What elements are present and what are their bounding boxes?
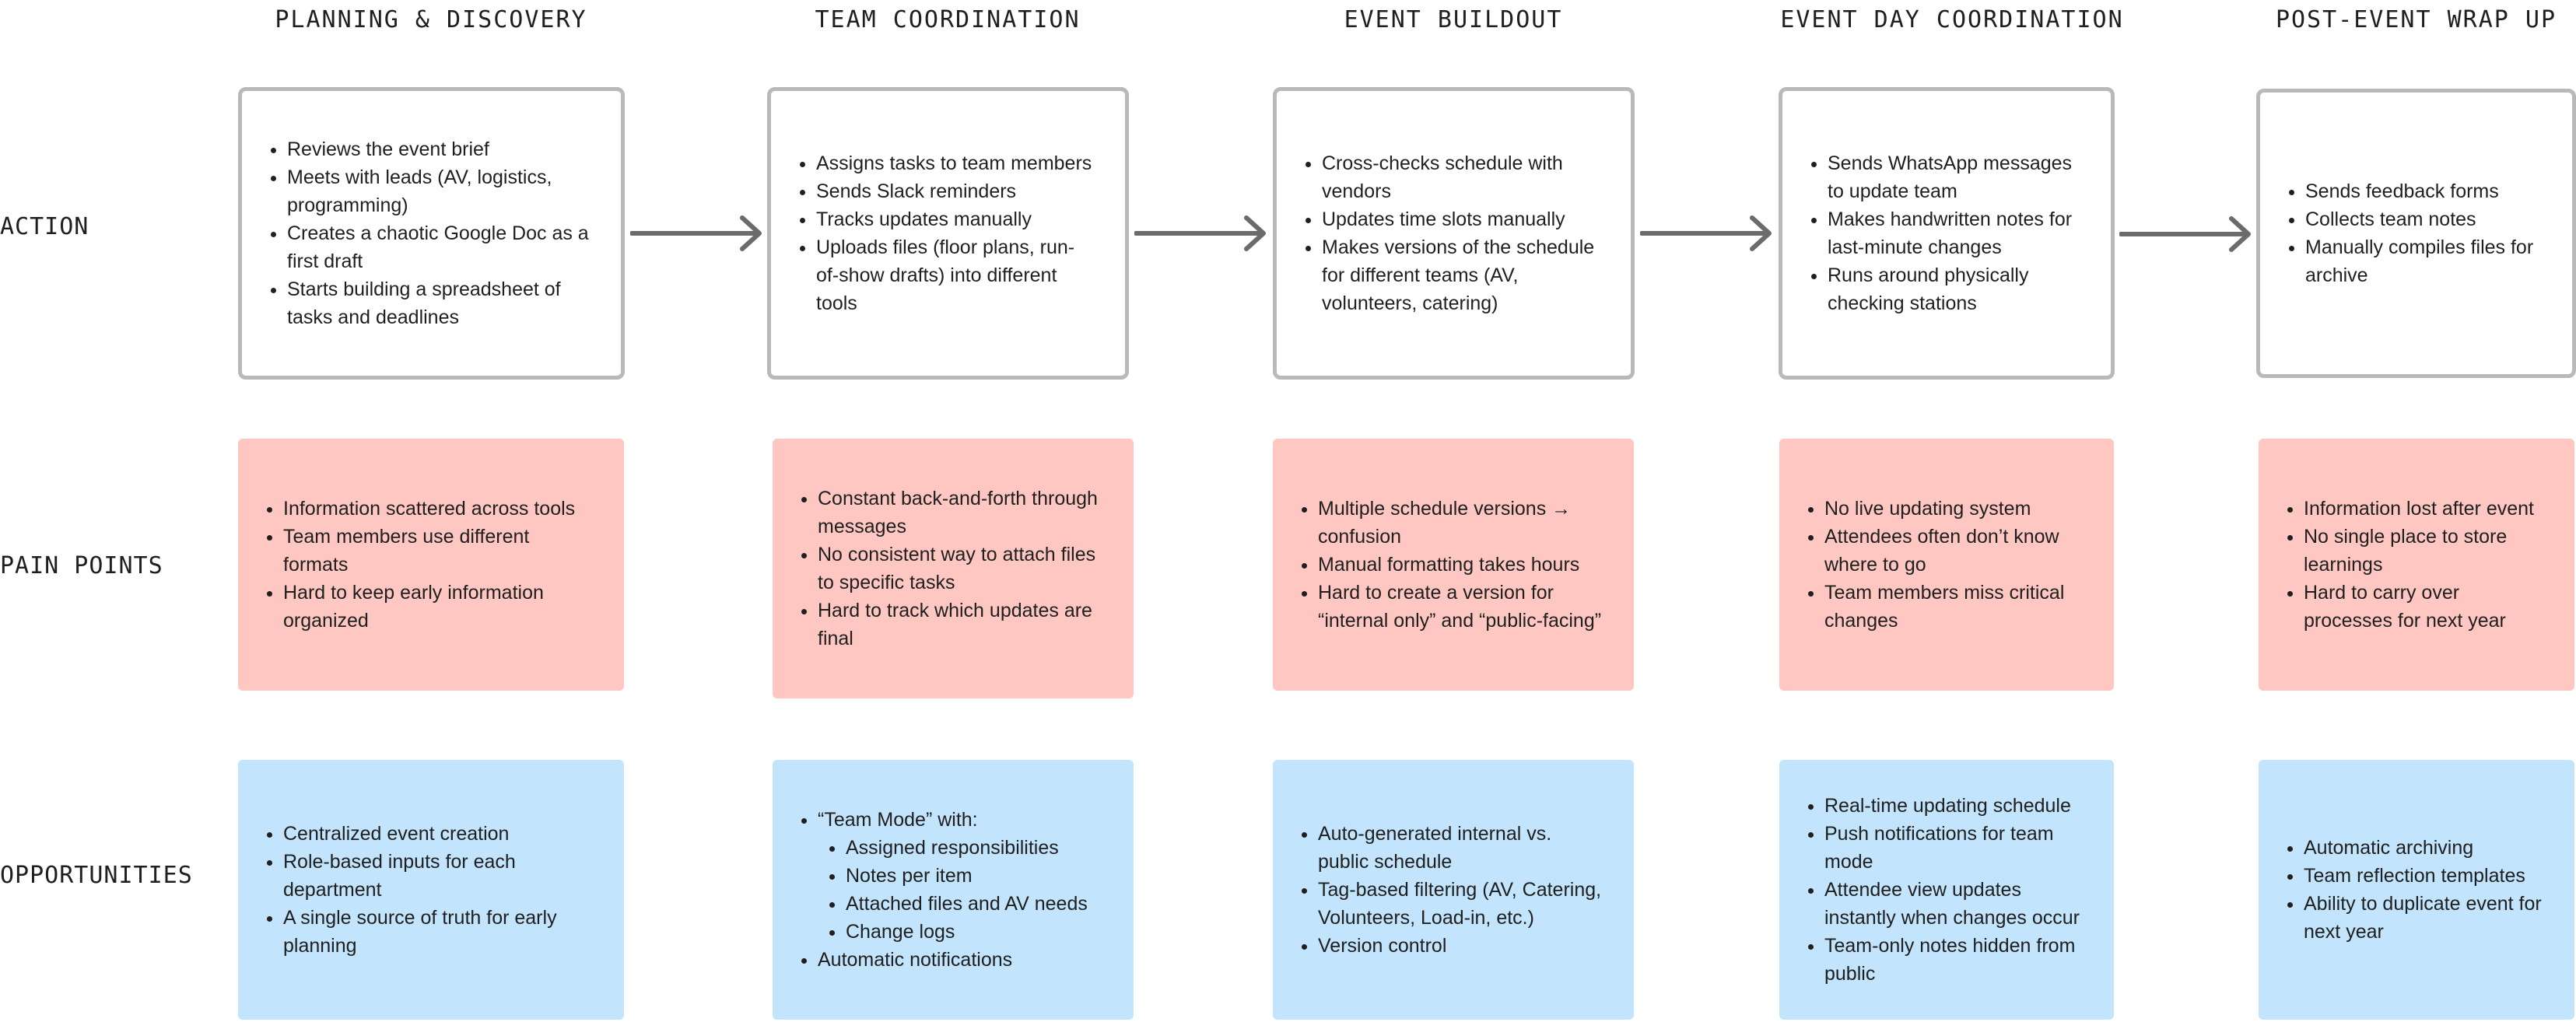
action-item: Runs around physically checking stations <box>1828 261 2083 317</box>
opp-item: A single source of truth for early plann… <box>283 904 596 960</box>
action-card-team-coordination: Assigns tasks to team members Sends Slac… <box>767 87 1129 380</box>
opp-item: Push notifications for team mode <box>1824 820 2086 876</box>
opp-card-team-coordination: “Team Mode” with: Assigned responsibilit… <box>773 760 1134 1020</box>
pain-item: Information scattered across tools <box>283 495 596 523</box>
opp-item-label: “Team Mode” with: <box>818 809 978 831</box>
action-item: Assigns tasks to team members <box>816 149 1097 177</box>
arrow-right-icon <box>1134 215 1266 251</box>
stage-header-post-event: POST-EVENT WRAP UP <box>2275 6 2557 33</box>
pain-item: Manual formatting takes hours <box>1318 551 1606 579</box>
opp-item: Real-time updating schedule <box>1824 792 2086 820</box>
pain-item: Hard to track which updates are final <box>818 597 1106 653</box>
opp-subitem: Notes per item <box>846 862 1106 890</box>
opp-card-post-event: Automatic archiving Team reflection temp… <box>2259 760 2574 1020</box>
pain-item: Team members miss critical changes <box>1824 579 2086 635</box>
action-item: Manually compiles files for archive <box>2305 233 2544 289</box>
stage-header-team-coordination: TEAM COORDINATION <box>815 6 1081 33</box>
pain-item: Multiple schedule versions → confusion <box>1318 495 1606 551</box>
stage-header-event-day: EVENT DAY COORDINATION <box>1780 6 2124 33</box>
opp-item: Team reflection templates <box>2304 862 2546 890</box>
opp-item: Version control <box>1318 932 1606 960</box>
opp-subitem: Assigned responsibilities <box>846 834 1106 862</box>
action-item: Reviews the event brief <box>287 135 593 163</box>
opp-card-planning: Centralized event creation Role-based in… <box>238 760 624 1020</box>
opp-item: Role-based inputs for each department <box>283 848 596 904</box>
pain-card-post-event: Information lost after event No single p… <box>2259 439 2574 691</box>
action-item: Sends feedback forms <box>2305 177 2544 205</box>
opp-item: Automatic archiving <box>2304 834 2546 862</box>
action-item: Updates time slots manually <box>1322 205 1603 233</box>
action-item: Meets with leads (AV, logistics, program… <box>287 163 593 219</box>
opp-item: Tag-based filtering (AV, Catering, Volun… <box>1318 876 1606 932</box>
opp-item: Automatic notifications <box>818 946 1106 974</box>
opp-card-event-day: Real-time updating schedule Push notific… <box>1779 760 2114 1020</box>
action-item: Collects team notes <box>2305 205 2544 233</box>
pain-item: Attendees often don’t know where to go <box>1824 523 2086 579</box>
opp-item: Auto-generated internal vs. public sched… <box>1318 820 1606 876</box>
opp-item: Attendee view updates instantly when cha… <box>1824 876 2086 932</box>
pain-card-event-day: No live updating system Attendees often … <box>1779 439 2114 691</box>
opp-item: “Team Mode” with: Assigned responsibilit… <box>818 806 1106 946</box>
action-item: Cross-checks schedule with vendors <box>1322 149 1603 205</box>
pain-item: Hard to create a version for “internal o… <box>1318 579 1606 635</box>
opp-subitem: Attached files and AV needs <box>846 890 1106 918</box>
arrow-right-icon <box>1640 215 1772 251</box>
pain-card-planning: Information scattered across tools Team … <box>238 439 624 691</box>
pain-item: No single place to store learnings <box>2304 523 2546 579</box>
opp-item: Team-only notes hidden from public <box>1824 932 2086 988</box>
pain-item: No consistent way to attach files to spe… <box>818 541 1106 597</box>
opp-item: Centralized event creation <box>283 820 596 848</box>
arrow-right-icon <box>630 215 762 251</box>
action-item: Makes handwritten notes for last-minute … <box>1828 205 2083 261</box>
action-item: Tracks updates manually <box>816 205 1097 233</box>
opp-subitem: Change logs <box>846 918 1106 946</box>
pain-item: No live updating system <box>1824 495 2086 523</box>
arrow-right-icon <box>2119 216 2251 252</box>
opp-item: Ability to duplicate event for next year <box>2304 890 2546 946</box>
opp-card-event-buildout: Auto-generated internal vs. public sched… <box>1273 760 1634 1020</box>
pain-item: Team members use different formats <box>283 523 596 579</box>
action-card-planning: Reviews the event brief Meets with leads… <box>238 87 625 380</box>
pain-item: Information lost after event <box>2304 495 2546 523</box>
action-item: Sends Slack reminders <box>816 177 1097 205</box>
stage-header-event-buildout: EVENT BUILDOUT <box>1344 6 1563 33</box>
pain-item: Hard to carry over processes for next ye… <box>2304 579 2546 635</box>
action-item: Makes versions of the schedule for diffe… <box>1322 233 1603 317</box>
pain-card-team-coordination: Constant back-and-forth through messages… <box>773 439 1134 698</box>
action-card-event-buildout: Cross-checks schedule with vendors Updat… <box>1273 87 1635 380</box>
action-card-event-day: Sends WhatsApp messages to update team M… <box>1779 87 2115 380</box>
pain-item: Hard to keep early information organized <box>283 579 596 635</box>
row-label-opportunities: OPPORTUNITIES <box>0 862 193 889</box>
pain-item: Constant back-and-forth through messages <box>818 485 1106 541</box>
row-label-pain-points: PAIN POINTS <box>0 552 163 579</box>
row-label-action: ACTION <box>0 213 89 240</box>
action-item: Starts building a spreadsheet of tasks a… <box>287 275 593 331</box>
action-item: Sends WhatsApp messages to update team <box>1828 149 2083 205</box>
pain-card-event-buildout: Multiple schedule versions → confusion M… <box>1273 439 1634 691</box>
stage-header-planning: PLANNING & DISCOVERY <box>275 6 587 33</box>
action-card-post-event: Sends feedback forms Collects team notes… <box>2256 89 2576 378</box>
action-item: Creates a chaotic Google Doc as a first … <box>287 219 593 275</box>
action-item: Uploads files (floor plans, run-of-show … <box>816 233 1097 317</box>
